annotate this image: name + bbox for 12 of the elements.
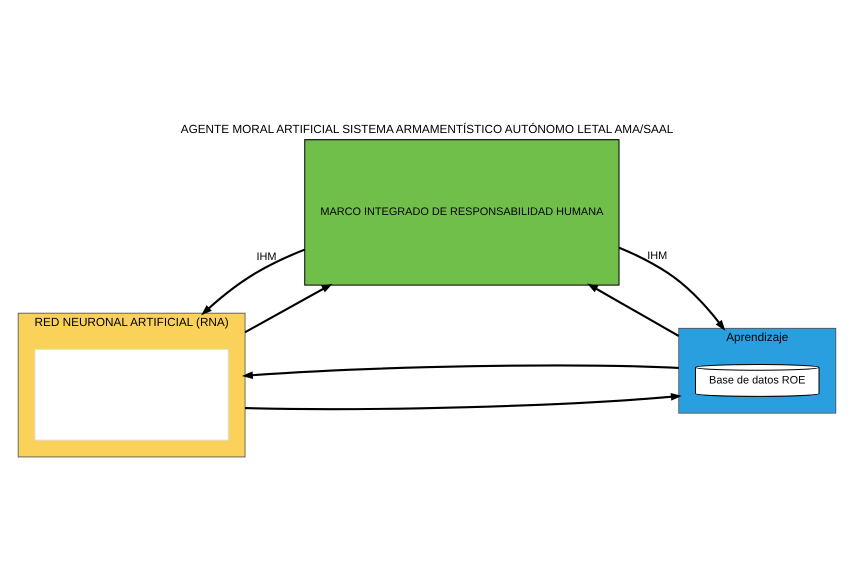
- edge-label: IHM: [647, 249, 668, 262]
- arrow: [245, 392, 682, 410]
- arrow: [618, 246, 726, 330]
- cluster: RED NEURONAL ARTIFICIAL (RNA): [18, 312, 246, 457]
- arrow: [242, 364, 679, 378]
- diagram-title: AGENTE MORAL ARTIFICIAL SISTEMA ARMAMENTÍSTICO AUTÓNOMO LETAL AMA/SAAL: [180, 122, 674, 136]
- node-box: MARCO INTEGRADO DE RESPONSABILIDAD HUMANA: [304, 138, 620, 286]
- arrow: [201, 248, 305, 315]
- node-box: [34, 348, 229, 440]
- arrow: [587, 283, 680, 336]
- arrow: [244, 283, 333, 333]
- edge-label: IHM: [256, 250, 276, 262]
